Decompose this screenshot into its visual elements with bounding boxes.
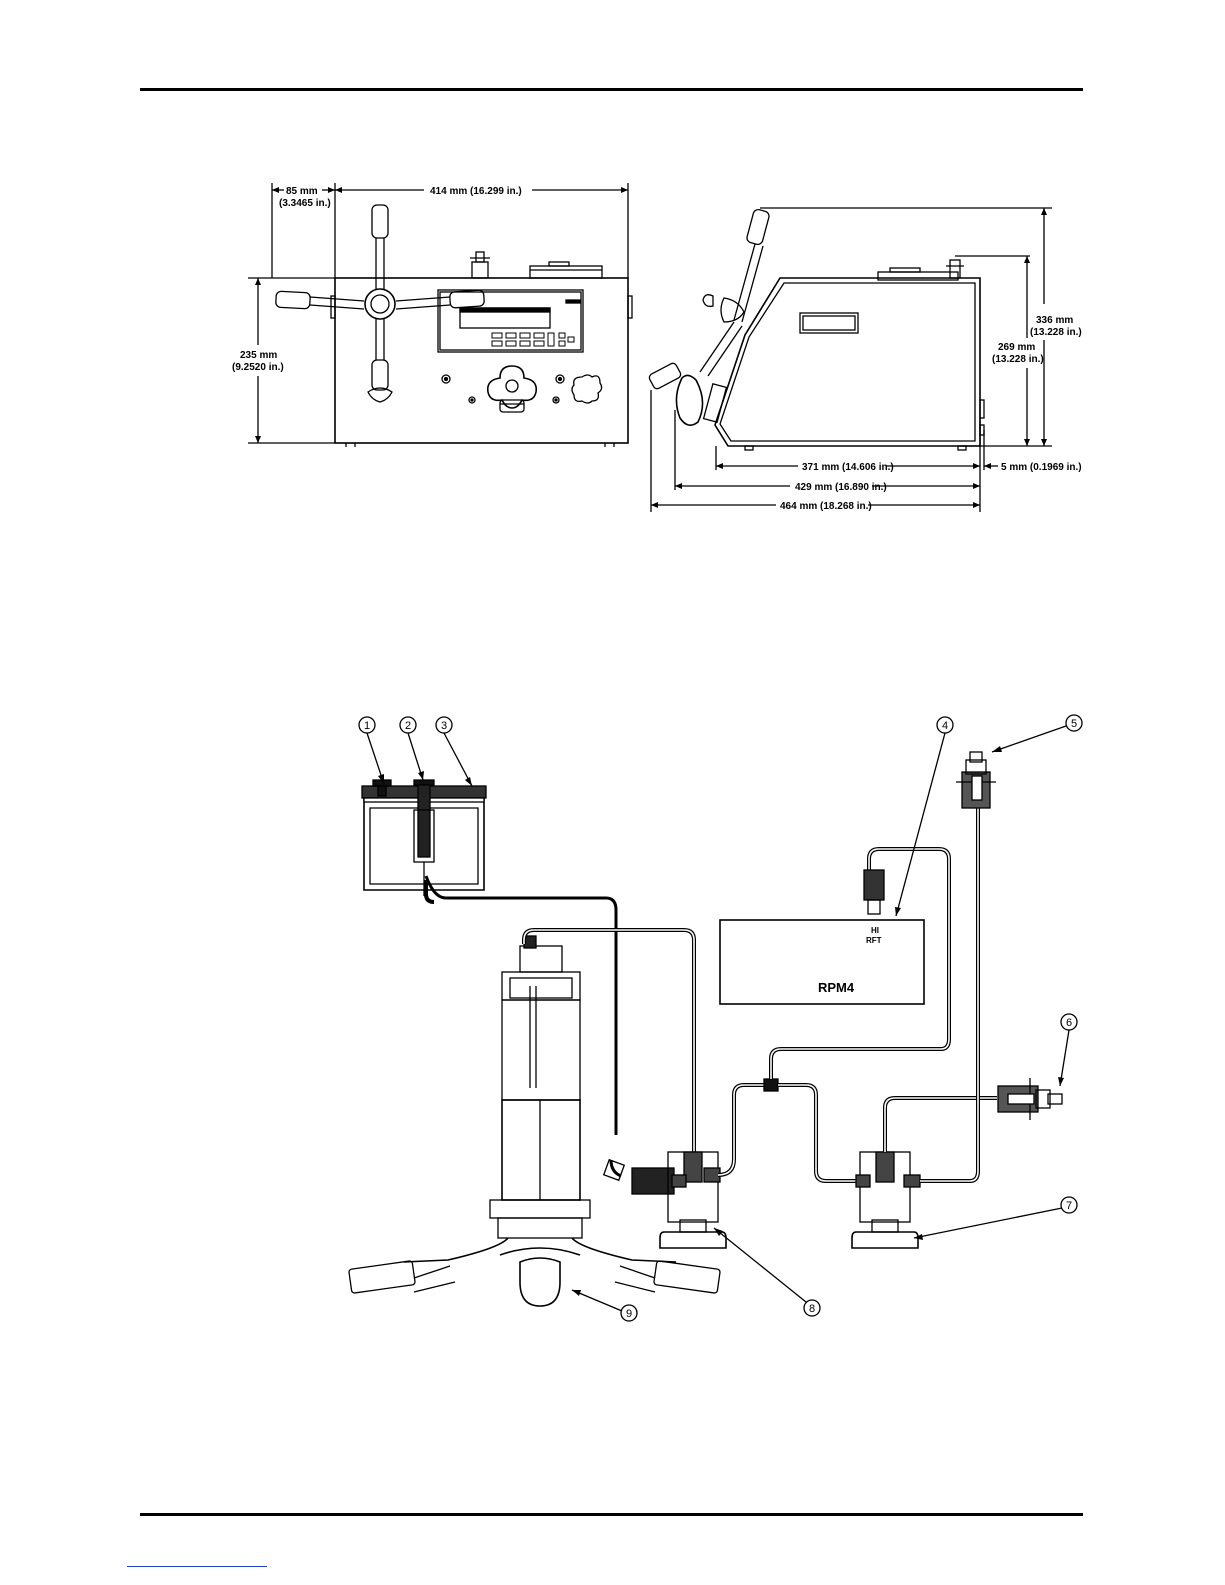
dim-85mm-in: (3.3465 in.) xyxy=(279,198,331,209)
dim-336mm: 336 mm xyxy=(1036,315,1073,326)
callout-4: 4 xyxy=(942,720,948,732)
callout-arrowheads xyxy=(378,746,1064,1296)
front-view-arrowheads xyxy=(255,187,628,443)
callout-6: 6 xyxy=(1066,1017,1072,1029)
dim-371mm: 371 mm (14.606 in.) xyxy=(802,462,894,473)
dim-235mm-in: (9.2520 in.) xyxy=(232,362,284,373)
callout-2: 2 xyxy=(405,720,411,732)
header-rule xyxy=(140,88,1083,91)
dim-464mm: 464 mm (18.268 in.) xyxy=(780,501,872,512)
callout-9: 9 xyxy=(626,1308,632,1320)
front-view-drawing xyxy=(248,183,632,447)
callout-3: 3 xyxy=(441,720,447,732)
callout-1: 1 xyxy=(364,720,370,732)
dim-85mm: 85 mm xyxy=(286,186,318,197)
dim-429mm: 429 mm (16.890 in.) xyxy=(795,482,887,493)
dim-269mm-in: (13.228 in.) xyxy=(992,354,1044,365)
port-hi-label: HI xyxy=(871,926,879,935)
footer-rule xyxy=(140,1513,1083,1516)
port-rft-label: RFT xyxy=(866,936,882,945)
callout-7: 7 xyxy=(1066,1200,1072,1212)
rpm4-label: RPM4 xyxy=(818,980,855,995)
dim-336mm-in: (13.228 in.) xyxy=(1030,327,1082,338)
footer-link-underline[interactable] xyxy=(127,1566,267,1567)
callout-8: 8 xyxy=(809,1303,815,1315)
dim-235mm: 235 mm xyxy=(240,350,277,361)
dim-5mm: 5 mm (0.1969 in.) xyxy=(1001,462,1082,473)
dim-414mm: 414 mm (16.299 in.) xyxy=(430,186,522,197)
callout-5: 5 xyxy=(1071,718,1077,730)
dim-269mm: 269 mm xyxy=(998,342,1035,353)
